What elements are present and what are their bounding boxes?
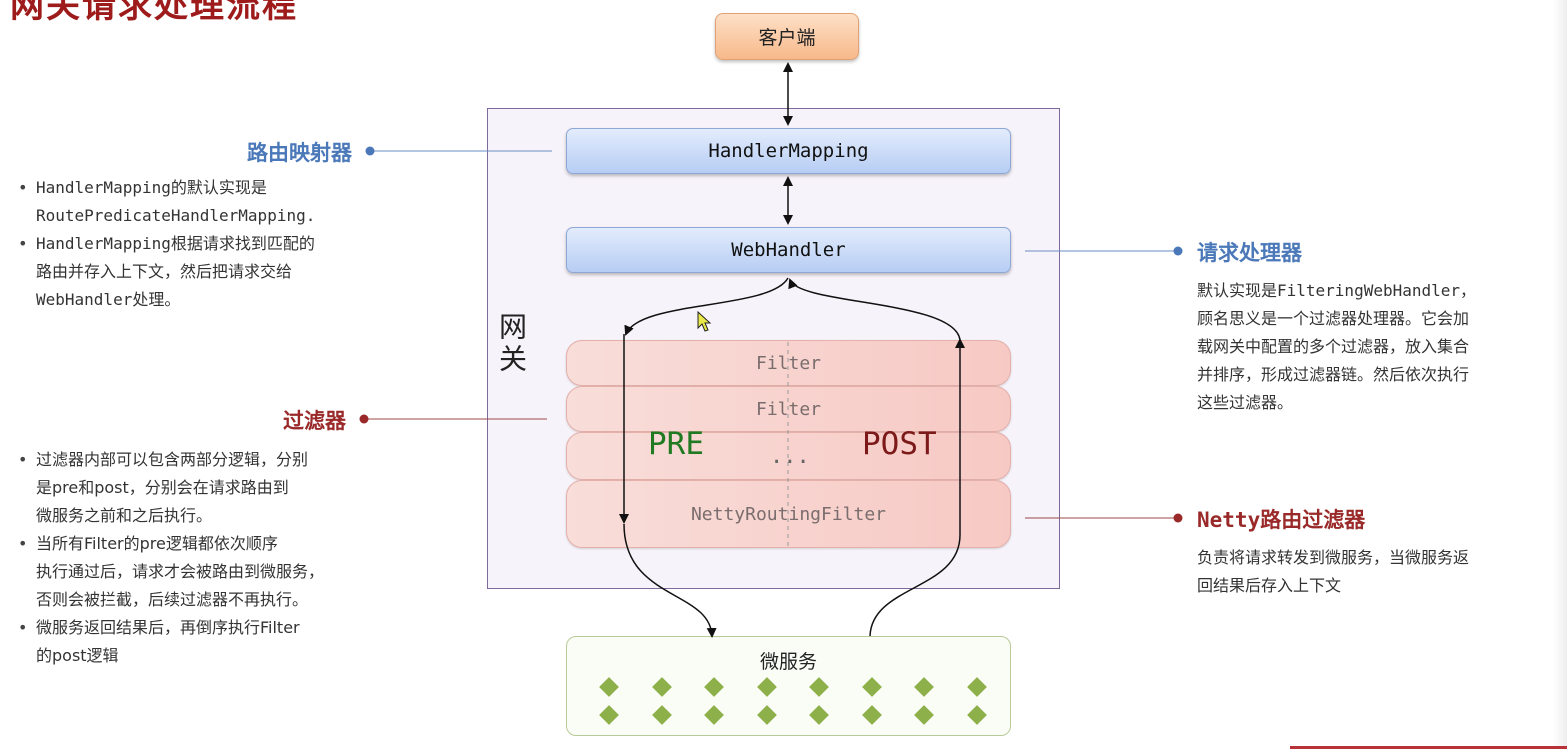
post-exit-curve: [788, 278, 961, 341]
filter-dot: [359, 414, 369, 424]
filter-box-1: Filter: [566, 340, 1011, 386]
route-mapper-title: 路由映射器: [247, 141, 352, 165]
web-handler-box: WebHandler: [566, 227, 1011, 273]
list-item: 当所有Filter的pre逻辑都依次顺序 执行通过后，请求才会被路由到微服务， …: [10, 530, 390, 614]
netty-filter-description: 负责将请求转发到微服务，当微服务返 回结果后存入上下文: [1197, 548, 1470, 595]
route-mapper-dot: [365, 146, 375, 156]
list-item: 过滤器内部可以包含两部分逻辑，分别 是pre和post，分别会在请求路由到 微服…: [10, 446, 390, 530]
netty-filter-title: Netty路由过滤器: [1197, 508, 1366, 532]
filter-title: 过滤器: [283, 409, 346, 433]
request-handler-description: 默认实现是FilteringWebHandler， 顾名思义是一个过滤器处理器。…: [1197, 281, 1477, 412]
list-item: HandlerMapping根据请求找到匹配的 路由并存入上下文，然后把请求交给…: [10, 230, 410, 314]
list-item: HandlerMapping的默认实现是 RoutePredicateHandl…: [10, 174, 410, 230]
filter-bullets: 过滤器内部可以包含两部分逻辑，分别 是pre和post，分别会在请求路由到 微服…: [10, 446, 390, 670]
microservice-box: 微服务: [566, 636, 1011, 736]
list-item: 微服务返回结果后，再倒序执行Filter 的post逻辑: [10, 614, 390, 670]
handler-mapping-box: HandlerMapping: [566, 128, 1011, 174]
request-handler-dot: [1173, 246, 1183, 256]
microservice-label: 微服务: [759, 651, 817, 673]
netty-filter-dot: [1173, 513, 1183, 523]
pre-entry-curve: [624, 277, 789, 336]
request-handler-title: 请求处理器: [1197, 241, 1302, 265]
scrollbar-edge: [1553, 0, 1567, 749]
mouse-cursor-icon: [697, 311, 712, 332]
to-microservice-curve: [623, 523, 717, 638]
filter-ellipsis: ...: [770, 444, 810, 469]
gateway-label: 网关: [495, 312, 528, 376]
page-title: 网关请求处理流程: [10, 0, 298, 26]
progress-underline: [1290, 746, 1567, 749]
pre-label: PRE: [648, 426, 704, 462]
from-microservice-curve: [869, 534, 961, 637]
post-label: POST: [862, 426, 937, 462]
client-box: 客户端: [715, 13, 859, 60]
route-mapper-bullets: HandlerMapping的默认实现是 RoutePredicateHandl…: [10, 174, 410, 314]
